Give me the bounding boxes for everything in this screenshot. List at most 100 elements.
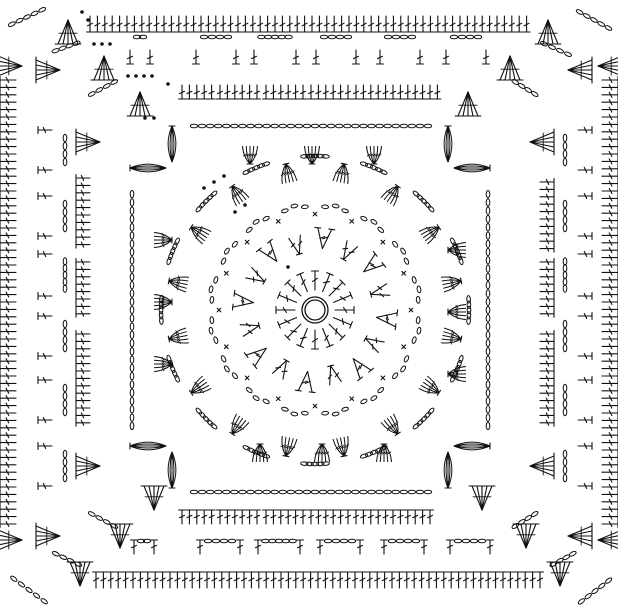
double-crochet-symbol xyxy=(217,85,224,99)
chain-symbol xyxy=(360,490,367,494)
slip-stitch-symbol xyxy=(286,265,290,269)
double-crochet-symbol xyxy=(161,16,168,32)
chain-symbol xyxy=(63,458,67,465)
double-crochet-symbol xyxy=(578,483,592,490)
double-crochet-cluster-symbol xyxy=(367,146,382,164)
chain-symbol xyxy=(377,387,385,394)
double-crochet-symbol xyxy=(76,412,90,419)
chain-symbol xyxy=(370,218,378,225)
chain-symbol xyxy=(63,158,67,165)
double-crochet-symbol xyxy=(300,85,307,99)
chain-symbol xyxy=(40,598,48,605)
chain-symbol xyxy=(340,539,347,543)
chain-symbol xyxy=(223,124,230,128)
chain-symbol xyxy=(210,296,214,303)
double-crochet-symbol xyxy=(124,16,131,32)
double-crochet-symbol xyxy=(540,397,554,404)
chain-symbol xyxy=(379,169,387,176)
double-crochet-cluster-symbol xyxy=(187,376,211,399)
shell-symbol xyxy=(141,486,167,510)
v-stitch-symbol xyxy=(232,290,254,312)
chain-symbol xyxy=(130,389,134,396)
shell-symbol xyxy=(107,524,133,548)
chain-symbol xyxy=(319,124,326,128)
chain-symbol xyxy=(252,395,260,402)
double-crochet-symbol xyxy=(516,16,523,32)
double-crochet-symbol xyxy=(404,510,411,524)
chain-symbol xyxy=(220,257,226,265)
double-crochet-cluster-symbol xyxy=(448,305,466,320)
double-crochet-symbol xyxy=(427,510,434,524)
chain-symbol xyxy=(63,278,67,285)
double-crochet-symbol xyxy=(255,572,262,588)
chain-symbol xyxy=(208,35,215,39)
double-crochet-symbol xyxy=(602,513,618,520)
double-crochet-symbol xyxy=(76,219,90,226)
chain-symbol xyxy=(271,124,278,128)
double-crochet-symbol xyxy=(308,85,315,99)
double-crochet-symbol xyxy=(602,158,618,165)
chain-symbol xyxy=(30,10,38,16)
chain-symbol xyxy=(195,407,203,415)
double-crochet-symbol xyxy=(264,16,271,32)
double-crochet-symbol xyxy=(179,510,186,524)
double-crochet-symbol xyxy=(0,328,16,335)
double-crochet-symbol xyxy=(0,343,16,350)
double-crochet-symbol xyxy=(322,510,329,524)
shell-symbol xyxy=(530,453,554,479)
shell-symbol xyxy=(0,53,22,79)
single-crochet-symbol xyxy=(275,218,282,225)
double-crochet-symbol xyxy=(201,510,208,524)
double-crochet-symbol xyxy=(0,365,16,372)
double-crochet-symbol xyxy=(352,572,359,588)
double-crochet-symbol xyxy=(285,510,292,524)
double-crochet-symbol xyxy=(313,50,320,64)
double-crochet-symbol xyxy=(205,16,212,32)
double-crochet-cluster-symbol xyxy=(381,182,404,206)
shell-symbol xyxy=(76,453,100,479)
double-crochet-symbol xyxy=(0,91,16,98)
chain-symbol xyxy=(563,200,567,207)
chain-symbol xyxy=(486,298,490,305)
double-crochet-symbol xyxy=(285,572,292,588)
chain-symbol xyxy=(202,197,210,205)
double-crochet-symbol xyxy=(345,510,352,524)
chain-symbol xyxy=(328,35,335,39)
chain-symbol xyxy=(279,124,286,128)
chain-symbol xyxy=(486,273,490,280)
chain-symbol xyxy=(255,490,262,494)
double-crochet-symbol xyxy=(335,307,354,314)
double-crochet-symbol xyxy=(540,405,554,412)
chain-symbol xyxy=(130,232,134,239)
double-crochet-symbol xyxy=(602,225,618,232)
double-crochet-symbol xyxy=(0,447,16,454)
double-crochet-symbol xyxy=(434,85,441,99)
dc2tog-symbol xyxy=(272,358,291,380)
double-crochet-symbol xyxy=(285,280,303,298)
double-crochet-symbol xyxy=(578,417,592,424)
double-crochet-symbol xyxy=(540,193,554,200)
shell-symbol xyxy=(36,523,60,549)
chain-symbol xyxy=(223,247,230,255)
double-crochet-symbol xyxy=(76,419,90,426)
double-crochet-symbol xyxy=(540,223,554,230)
double-crochet-symbol xyxy=(76,360,90,367)
double-crochet-symbol xyxy=(186,85,193,99)
double-crochet-symbol xyxy=(602,476,618,483)
double-crochet-symbol xyxy=(239,85,246,99)
double-crochet-symbol xyxy=(0,461,16,468)
shell-symbol xyxy=(55,20,81,44)
double-crochet-symbol xyxy=(578,293,592,300)
chain-symbol xyxy=(210,422,218,430)
double-crochet-symbol xyxy=(360,85,367,99)
double-crochet-symbol xyxy=(76,182,90,189)
chain-symbol xyxy=(332,412,339,417)
double-crochet-symbol xyxy=(0,99,16,106)
chain-symbol xyxy=(384,124,391,128)
chain-symbol xyxy=(486,323,490,330)
double-crochet-cluster-symbol xyxy=(419,376,443,399)
double-crochet-symbol xyxy=(602,84,618,91)
double-crochet-symbol xyxy=(0,165,16,172)
double-crochet-symbol xyxy=(76,368,90,375)
double-crochet-symbol xyxy=(76,382,90,389)
